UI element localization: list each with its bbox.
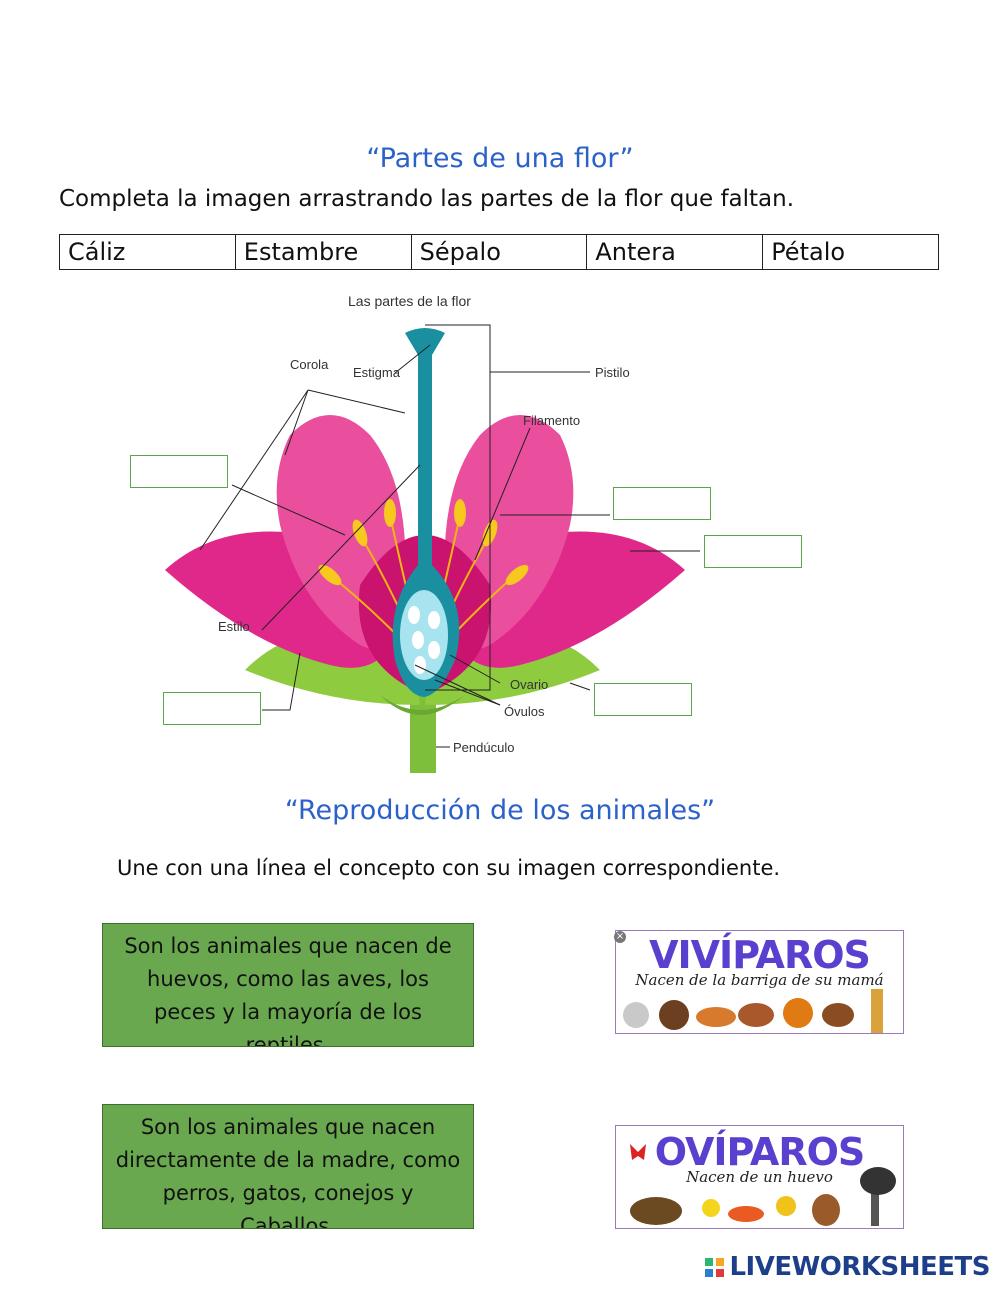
label-corola: Corola — [290, 357, 329, 372]
drop-box-5[interactable] — [594, 683, 692, 716]
close-icon[interactable]: × — [614, 931, 626, 943]
logo-text: LIVEWORKSHEETS — [729, 1252, 990, 1282]
label-filamento: Filamento — [523, 413, 580, 428]
drop-box-1[interactable] — [130, 455, 228, 488]
oviparous-animals-illustration — [630, 1144, 896, 1226]
banner-subtitle: Nacen de la barriga de su mamá — [635, 971, 884, 989]
flower-instruction: Completa la imagen arrastrando las parte… — [59, 186, 795, 212]
banner-title: OVÍPAROS — [654, 1130, 866, 1174]
word-bank: Cáliz Estambre Sépalo Antera Pétalo — [59, 234, 939, 270]
ovules — [408, 606, 440, 674]
word-bank-item[interactable]: Cáliz — [59, 234, 236, 270]
liveworksheets-logo[interactable]: LIVEWORKSHEETS — [704, 1252, 990, 1282]
label-ovulos: Óvulos — [504, 704, 545, 719]
logo-squares-icon — [704, 1257, 725, 1278]
label-pistilo: Pistilo — [595, 365, 630, 380]
animals-instruction: Une con una línea el concepto con su ima… — [117, 856, 781, 880]
animals-illustration — [623, 989, 883, 1033]
word-bank-item[interactable]: Antera — [586, 234, 764, 270]
drop-box-3[interactable] — [704, 535, 802, 568]
banner-subtitle: Nacen de un huevo — [686, 1168, 833, 1186]
word-bank-item[interactable]: Pétalo — [762, 234, 939, 270]
label-estigma: Estigma — [353, 365, 401, 380]
label-ovario: Ovario — [510, 677, 548, 692]
flower-diagram: Las partes de la flor Corola Estigma Pis… — [165, 293, 700, 773]
stem — [410, 685, 436, 773]
viviparos-banner[interactable]: VIVÍPAROS Nacen de la barriga de su mamá — [615, 930, 904, 1034]
label-estilo: Estilo — [218, 619, 250, 634]
flower-title: “Partes de una flor” — [366, 143, 634, 174]
animals-title: “Reproducción de los animales” — [284, 795, 716, 826]
banner-title: VIVÍPAROS — [649, 933, 871, 977]
diagram-heading: Las partes de la flor — [348, 293, 471, 309]
drop-box-4[interactable] — [163, 692, 261, 725]
label-pendunculo: Pendúculo — [453, 740, 514, 755]
definition-box-1[interactable]: Son los animales que nacen de huevos, co… — [102, 923, 474, 1047]
definition-box-2[interactable]: Son los animales que nacen directamente … — [102, 1104, 474, 1229]
word-bank-item[interactable]: Estambre — [234, 234, 412, 270]
drop-box-2[interactable] — [613, 487, 711, 520]
word-bank-item[interactable]: Sépalo — [410, 234, 588, 270]
oviparos-banner[interactable]: OVÍPAROS Nacen de un huevo — [615, 1125, 904, 1229]
